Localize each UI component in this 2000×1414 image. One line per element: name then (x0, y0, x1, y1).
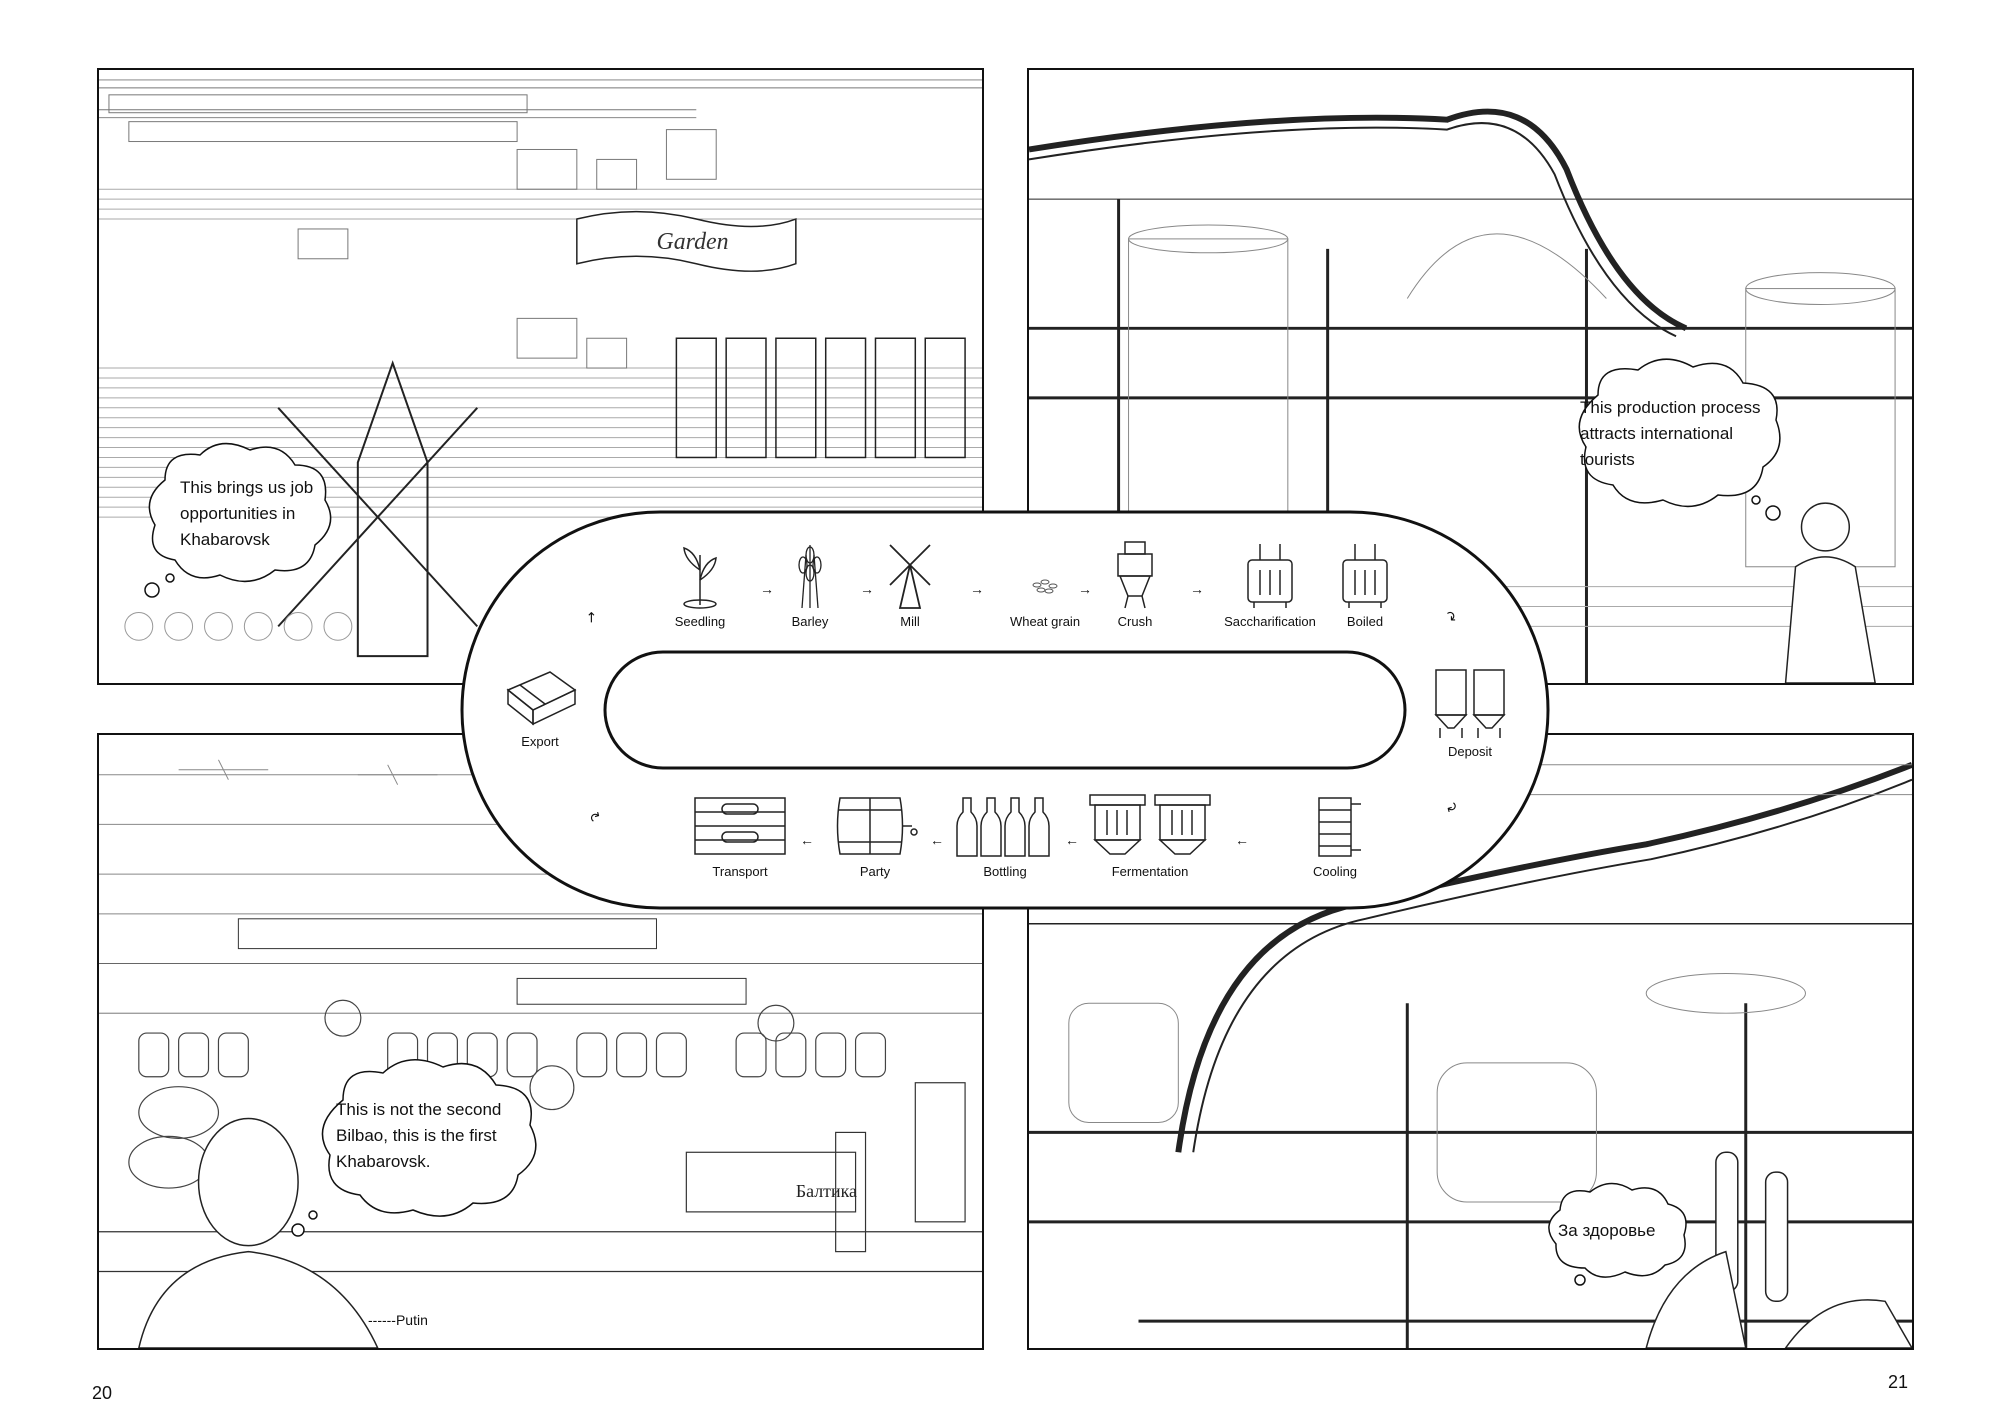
process-loop-frame (460, 510, 1550, 910)
arrow-right-icon: → (760, 581, 774, 597)
arrow-right-icon: → (1078, 581, 1092, 597)
wheat-grain-icon (1032, 579, 1058, 594)
bubble-line: This production process (1580, 398, 1761, 417)
bubble-line: attracts international (1580, 424, 1734, 443)
quote-signature: ------Putin (368, 1312, 428, 1328)
step-label: Transport (712, 864, 768, 879)
fermenter-icon (1089, 794, 1211, 855)
arrow-right-icon: → (1190, 581, 1204, 597)
arrow-left-icon: ← (1065, 832, 1079, 848)
step-label: Seedling (674, 614, 726, 629)
step-label: Boiled (1346, 614, 1384, 629)
step-seedling: Seedling (665, 540, 735, 629)
step-crush: Crush (1100, 540, 1170, 629)
bubble-line: Khabarovsk. (336, 1152, 431, 1171)
bottles-icon (956, 797, 1050, 857)
seedling-icon (683, 546, 717, 609)
bubble-line: This brings us job (180, 478, 314, 497)
step-wheat-grain: Wheat grain (995, 540, 1095, 629)
package-icon (506, 671, 577, 726)
step-cooling: Cooling (1295, 790, 1375, 879)
step-label: Crush (1117, 614, 1153, 629)
step-transport: Transport (685, 790, 795, 879)
crusher-icon (1117, 541, 1153, 609)
arrow-left-icon: ← (1235, 832, 1249, 848)
brand-label: Балтика (796, 1181, 857, 1201)
page-number-left: 20 (92, 1383, 113, 1403)
boiler-icon (1342, 544, 1388, 608)
step-fermentation: Fermentation (1080, 790, 1220, 879)
step-bottling: Bottling (955, 790, 1055, 879)
step-label: Cooling (1312, 864, 1358, 879)
tank-icon (1247, 544, 1293, 608)
process-loop: Seedling → Barley → Mill → Wheat grain →… (460, 510, 1550, 910)
arrow-right-icon: → (970, 581, 984, 597)
arrow-right-icon: → (860, 581, 874, 597)
step-boiled: Boiled (1330, 540, 1400, 629)
bubble-line: Bilbao, this is the first (336, 1126, 497, 1145)
arrow-left-icon: ← (930, 832, 944, 848)
step-label: Mill (900, 614, 920, 629)
bubble-line: За здоровье (1558, 1221, 1656, 1240)
step-mill: Mill (875, 540, 945, 629)
silo-icon (1434, 669, 1506, 738)
distribution-illustration: Балтика (99, 759, 982, 1348)
step-party: Party (825, 790, 925, 879)
step-label: Party (859, 864, 891, 879)
barrel-icon (836, 797, 918, 855)
page-number-right: 21 (1888, 1372, 1909, 1392)
step-deposit: Deposit (1420, 660, 1520, 759)
step-export: Export (495, 660, 585, 749)
speech-bubble-jobs: This brings us job opportunities in Khab… (140, 440, 340, 600)
speech-bubble-toast: За здоровье (1540, 1180, 1690, 1286)
step-label: Deposit (1447, 744, 1493, 759)
bubble-line: tourists (1580, 450, 1635, 469)
cooler-icon (1318, 797, 1361, 857)
step-label: Barley (791, 614, 829, 629)
step-label: Wheat grain (1009, 614, 1081, 629)
garden-illustration: Garden (99, 79, 982, 658)
bubble-line: Khabarovsk (180, 530, 270, 549)
barley-icon (798, 545, 822, 609)
step-barley: Barley (770, 540, 850, 629)
garden-sign: Garden (656, 229, 728, 255)
bubble-line: This is not the second (336, 1100, 502, 1119)
mill-icon (889, 544, 931, 609)
speech-bubble-tourists: This production process attracts interna… (1568, 355, 1788, 530)
arrow-left-icon: ← (800, 832, 814, 848)
crate-icon (694, 797, 786, 855)
speech-bubble-quote: This is not the second Bilbao, this is t… (291, 1055, 548, 1237)
bubble-line: opportunities in (180, 504, 296, 523)
step-label: Bottling (983, 864, 1027, 879)
step-label: Fermentation (1111, 864, 1189, 879)
step-saccharification: Saccharification (1215, 540, 1325, 629)
step-label: Export (521, 734, 559, 749)
step-label: Saccharification (1224, 614, 1316, 629)
